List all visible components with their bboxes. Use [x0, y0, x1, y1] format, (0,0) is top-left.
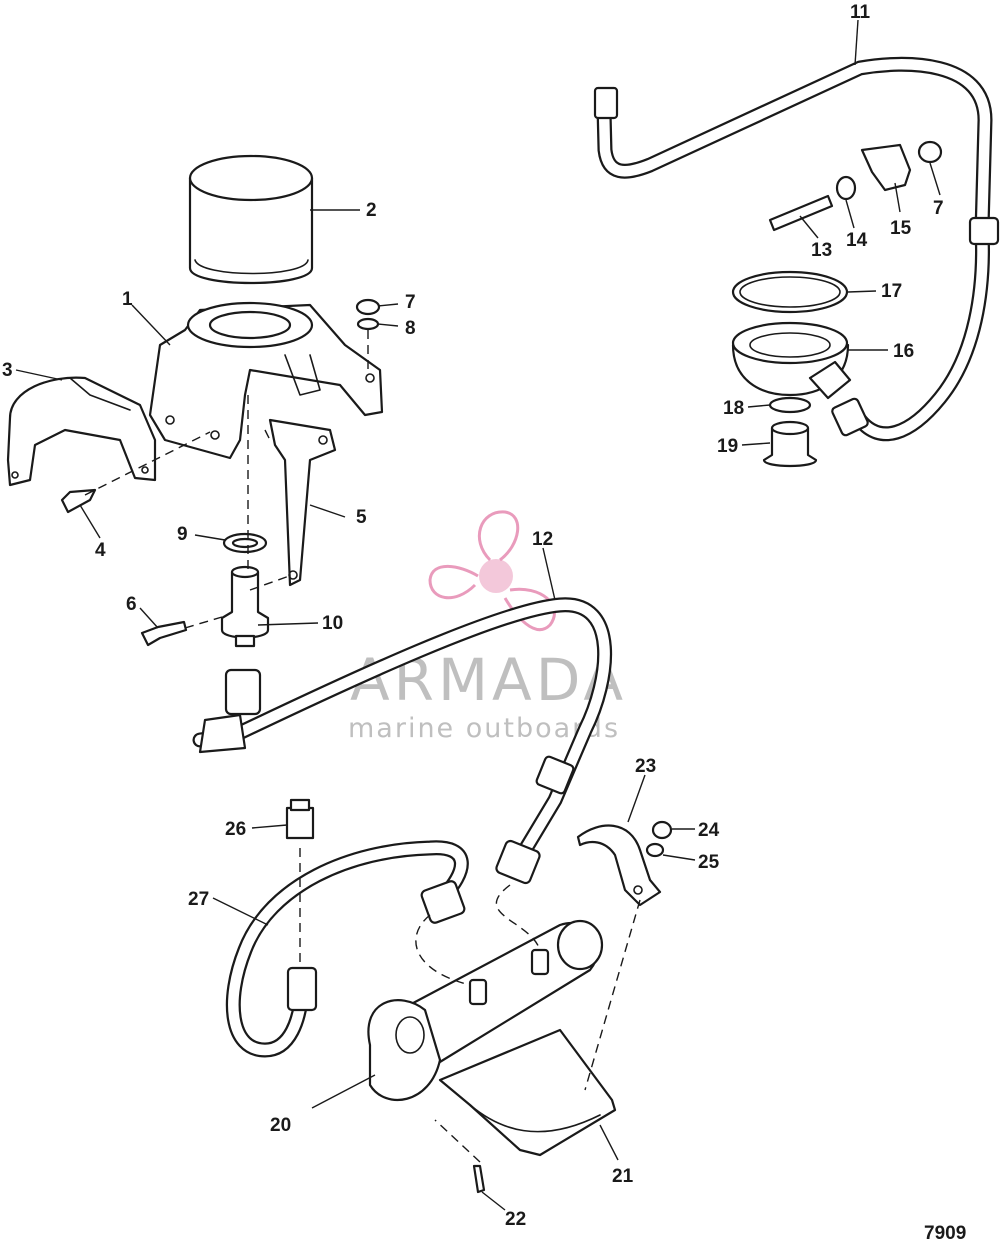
- part-fuel-line-11: [593, 56, 1000, 442]
- callout-9: 9: [177, 524, 188, 545]
- callout-15: 15: [890, 218, 912, 239]
- callout-3: 3: [2, 360, 13, 381]
- callout-23: 23: [635, 756, 656, 777]
- callout-4: 4: [95, 540, 106, 561]
- part-seal-18: [768, 396, 812, 414]
- part-fuel-hose-27: [225, 840, 469, 1058]
- watermark-tagline: marine outboards: [348, 713, 620, 744]
- callout-16: 16: [893, 341, 914, 362]
- callout-27: 27: [188, 889, 209, 910]
- part-brace-5: [268, 418, 337, 587]
- callout-14: 14: [846, 230, 868, 251]
- part-stud-13: [768, 194, 834, 232]
- part-fuel-hose-12: [192, 597, 613, 885]
- callout-26: 26: [225, 819, 246, 840]
- callout-1: 1: [122, 289, 133, 310]
- part-nut-7-right: [917, 140, 943, 164]
- callout-24: 24: [698, 820, 720, 841]
- callout-12: 12: [532, 529, 553, 550]
- callout-21: 21: [612, 1166, 634, 1187]
- part-washer-14: [835, 175, 857, 201]
- part-clip-15: [860, 143, 912, 192]
- callout-19: 19: [717, 436, 738, 457]
- part-mounting-strap: [6, 376, 157, 487]
- callout-18: 18: [723, 398, 744, 419]
- callout-7-right: 7: [933, 198, 944, 219]
- part-washer-25: [645, 842, 665, 858]
- part-seal-ring-17: [731, 270, 849, 314]
- callout-13: 13: [811, 240, 832, 261]
- leader-lines: [15, 19, 941, 1211]
- part-washer-8: [356, 317, 380, 331]
- callout-6: 6: [126, 594, 137, 615]
- callout-8: 8: [405, 318, 416, 339]
- part-cradle-21: [438, 1028, 617, 1157]
- propeller-icon: [428, 510, 556, 632]
- part-screw-6: [140, 620, 188, 647]
- part-bolt-4: [60, 488, 97, 514]
- figure-number: 7909: [924, 1223, 966, 1244]
- part-filter-bracket: [148, 301, 384, 460]
- part-clamp-23: [576, 824, 662, 907]
- part-spacer-10: [220, 565, 270, 648]
- callout-17: 17: [881, 281, 902, 302]
- part-fitting-19: [762, 420, 818, 468]
- part-fitting-26: [285, 798, 315, 840]
- part-filter-base-16: [731, 321, 852, 400]
- assembly-lines: [84, 330, 641, 1163]
- callout-11: 11: [850, 2, 871, 23]
- watermark: ARMADA marine outboards: [348, 510, 623, 744]
- part-nut-7-left: [355, 298, 381, 316]
- part-fuel-cooler-20: [367, 919, 604, 1101]
- callout-20: 20: [270, 1115, 291, 1136]
- part-nut-24: [651, 820, 673, 840]
- callout-25: 25: [698, 852, 720, 873]
- part-washer-9: [222, 532, 268, 554]
- callout-22: 22: [505, 1209, 526, 1230]
- part-screw-22: [472, 1164, 486, 1194]
- callout-labels: 1 2 3 4 5 6 7 7 8 9 10 11 12 13 14 15 16…: [2, 2, 944, 1230]
- part-fuel-filter-canister: [188, 154, 314, 285]
- callout-2: 2: [366, 200, 377, 221]
- callout-10: 10: [322, 613, 343, 634]
- callout-7-left: 7: [405, 292, 416, 313]
- callout-5: 5: [356, 507, 367, 528]
